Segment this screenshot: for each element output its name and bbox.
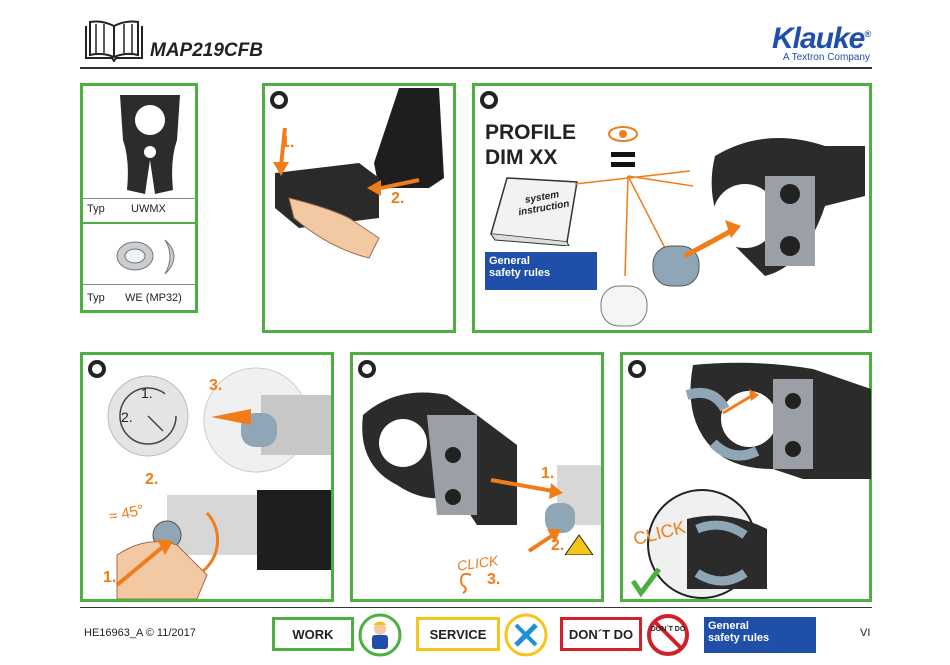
book-icon bbox=[85, 20, 143, 62]
dial-step-1: 1. bbox=[141, 385, 153, 401]
hand-step-icon bbox=[480, 91, 498, 109]
step-3-label: 3. bbox=[209, 377, 223, 394]
insert-shells-image bbox=[116, 239, 175, 275]
hand-step-icon bbox=[358, 360, 376, 378]
step-3-label: 3. bbox=[487, 571, 501, 588]
profile-title: PROFILE DIM XX bbox=[485, 121, 577, 169]
hand-step-icon bbox=[628, 360, 646, 378]
jaw-insertion-image bbox=[362, 392, 601, 555]
work-button[interactable]: WORK bbox=[272, 617, 354, 651]
eye-equals-icon bbox=[608, 126, 638, 167]
type-value: WE (MP32) bbox=[125, 292, 182, 304]
service-button[interactable]: SERVICE bbox=[416, 617, 500, 651]
dont-do-button[interactable]: DON´T DO bbox=[560, 617, 642, 651]
model-title: MAP219CFB bbox=[150, 40, 263, 61]
pull-pin-detail-image bbox=[203, 367, 331, 473]
manual-book-image bbox=[490, 177, 578, 246]
rotate-head-panel: 1. 2. 3. 2. ≈ 45° 1. bbox=[80, 352, 334, 602]
safety-rules-badge: General safety rules bbox=[485, 252, 597, 290]
step-2-label: 2. bbox=[391, 190, 405, 207]
step-1-label: 1. bbox=[541, 465, 555, 482]
prohibited-icon-text: DON´T DO bbox=[650, 626, 686, 633]
battery-insertion-image bbox=[273, 88, 444, 259]
click-detail-image bbox=[630, 489, 767, 599]
rotate-dial-image bbox=[107, 375, 189, 457]
hand-step-icon bbox=[270, 91, 288, 109]
hand-step-icon bbox=[88, 360, 106, 378]
type-value: UWMX bbox=[131, 203, 166, 215]
arrows-and-tool-image bbox=[574, 138, 865, 327]
doc-id: HE16963_A © 11/2017 bbox=[84, 627, 196, 639]
dial-step-2: 2. bbox=[121, 409, 133, 425]
safety-rules-button[interactable]: General safety rules bbox=[704, 617, 816, 653]
profile-panel: PROFILE DIM XX system instruction Genera… bbox=[472, 83, 872, 333]
worker-icon bbox=[358, 613, 402, 657]
brand-logo: Klauke® A Textron Company bbox=[771, 22, 871, 63]
wrench-screwdriver-icon bbox=[504, 613, 548, 657]
footer-rule bbox=[80, 607, 872, 608]
type-label: Typ bbox=[87, 292, 105, 304]
step-1-label: 1. bbox=[103, 569, 117, 586]
battery-panel: 1. 2. bbox=[262, 83, 456, 333]
shell-insertion-image bbox=[685, 362, 871, 479]
tool-table-panel: Typ UWMX Typ WE (MP32) bbox=[80, 83, 198, 313]
step-1-label: 1. bbox=[281, 134, 295, 151]
prohibited-icon bbox=[647, 614, 689, 656]
type-label: Typ bbox=[87, 203, 105, 215]
page-number: VI bbox=[860, 627, 871, 639]
jaw-insert-image bbox=[120, 95, 180, 194]
step-2-label: 2. bbox=[145, 471, 159, 488]
insert-jaw-panel: 1. 2. CLICK 3. bbox=[350, 352, 604, 602]
ear-icon bbox=[459, 572, 472, 594]
step-2-label: 2. bbox=[551, 537, 565, 554]
tool-rotate-image bbox=[115, 490, 331, 599]
insert-shells-panel: CLICK bbox=[620, 352, 872, 602]
header-rule bbox=[80, 67, 872, 69]
